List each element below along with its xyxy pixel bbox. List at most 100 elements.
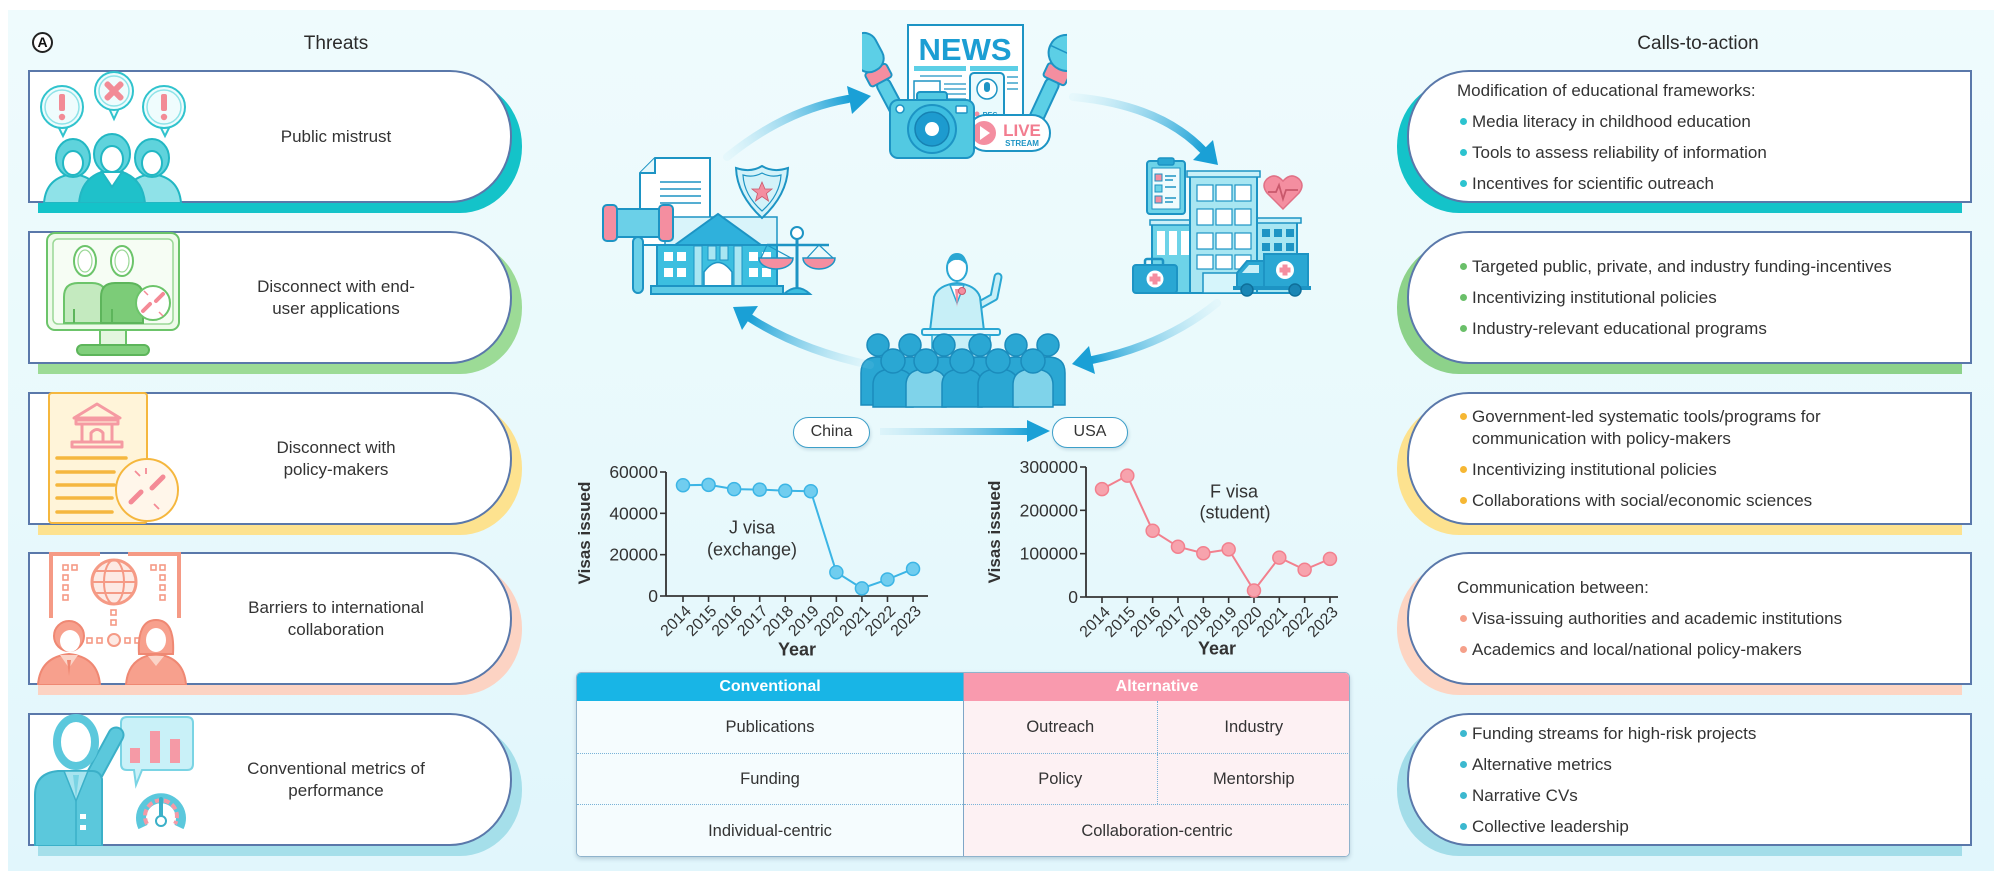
threat-label-line: Disconnect with [276,437,396,457]
card-face [1407,552,1972,685]
cta-bullet: Collective leadership [1457,811,1964,842]
conventional-column: Conventional Publications Funding Indivi… [577,673,963,856]
live-text: LIVE [1003,121,1041,140]
speaker-audience-icon [860,253,1066,408]
metrics-presenter-icon [34,714,194,846]
cta-card-alternative-metrics: Funding streams for high-risk projects A… [1397,713,1972,856]
international-collaboration-icon [36,552,188,685]
threat-label-line: Disconnect with end- [257,276,415,296]
table-cell: Collaboration-centric [1081,821,1233,840]
courthouse-icon [650,212,784,295]
cta-card-policy-communication: Government-led systematic tools/programs… [1397,392,1972,535]
cta-card-communication-between: Communication between: Visa-issuing auth… [1397,552,1972,695]
cta-bullet: Narrative CVs [1457,780,1964,811]
cta-content: Communication between: Visa-issuing auth… [1457,552,1964,685]
bullet-dot [1460,497,1467,504]
j-visa-annotation-subtitle: (exchange) [706,539,798,560]
cta-bullet-text: Collective leadership [1472,816,1629,836]
clipboard-icon [1146,157,1186,215]
bullet-dot [1460,413,1467,420]
cta-bullet-text: Targeted public, private, and industry f… [1472,257,1892,276]
metrics-comparison-table: Conventional Publications Funding Indivi… [576,672,1350,857]
gavel-icon [602,204,674,294]
threat-label-line: user applications [272,298,400,318]
cta-bullet-text: Collaborations with social/economic scie… [1472,491,1813,510]
cta-bullet: Incentivizing institutional policies [1457,282,1964,313]
live-stream-badge: LIVE STREAM [967,114,1051,152]
cta-bullet-text: Industry-relevant educational programs [1472,319,1767,338]
hospital-icon [1132,157,1311,297]
scales-of-justice-icon [758,226,836,295]
heart-rate-icon [1263,175,1303,211]
cta-bullet-text: Tools to assess reliability of informati… [1472,142,1767,162]
news-title-text: NEWS [919,32,1012,67]
threat-card-conventional-metrics: Conventional metrics of performance [28,713,522,856]
cta-bullet: Targeted public, private, and industry f… [1457,251,1964,282]
ambulance-icon [1233,253,1311,297]
j-visa-x-axis-label: Year [777,639,817,660]
card-face [1407,231,1972,364]
table-cell: Industry [1224,717,1284,736]
cta-bullet: Government-led systematic tools/programs… [1457,401,1964,454]
cta-bullet: Collaborations with social/economic scie… [1457,485,1964,516]
table-cell: Individual-centric [708,821,832,840]
threat-label: Barriers to international collaboration [208,552,464,685]
table-row: Policy Mentorship [964,754,1349,805]
arrow-hospital-to-public [1072,299,1221,374]
cta-bullet: Alternative metrics [1457,749,1964,780]
arrow-media-to-hospital [1069,93,1218,165]
bullet-dot [1460,791,1467,799]
cta-content: Funding streams for high-risk projects A… [1457,713,1964,846]
threat-card-international-barriers: Barriers to international collaboration [28,552,522,695]
f-visa-x-axis-label: Year [1197,638,1237,659]
table-cell: Funding [577,754,963,805]
bullet-dot [1460,729,1467,737]
cta-bullet: Academics and local/national policy-make… [1457,634,1964,665]
card-face [1407,392,1972,525]
threat-label: Public mistrust [208,70,464,203]
monitor-users-broken-link-icon [46,232,180,356]
cta-bullet-text: Incentives for scientific outreach [1472,173,1714,193]
policy-document-broken-link-icon [48,392,179,524]
visa-flow-arrow [880,420,1050,442]
cta-bullet: Tools to assess reliability of informati… [1457,137,1964,168]
cta-bullet: Visa-issuing authorities and academic in… [1457,603,1964,634]
stream-text: STREAM [1005,139,1039,148]
threats-heading: Threats [303,33,369,54]
threat-card-policy-disconnect: Disconnect with policy-makers [28,392,522,535]
bullet-dot [1460,148,1467,156]
arrow-government-to-media [723,86,871,161]
threat-card-public-mistrust: Public mistrust [28,70,522,213]
table-cell: Outreach [964,701,1158,753]
camera-icon [889,91,975,159]
cta-content: Government-led systematic tools/programs… [1457,392,1964,525]
bullet-dot [1460,760,1467,768]
cta-content: Modification of educational frameworks: … [1457,70,1964,203]
card-face [1407,713,1972,846]
people-mistrust-icon [40,71,186,203]
table-row: Outreach Industry [964,701,1349,754]
bullet-dot [1460,466,1467,473]
cta-bullet-text: Funding streams for high-risk projects [1472,723,1757,743]
bullet-dot [1460,615,1467,622]
arrow-public-to-government [733,306,874,369]
conventional-header: Conventional [577,673,963,701]
threat-label-line: Public mistrust [280,126,392,146]
threat-label-line: policy-makers [283,459,389,479]
country-pill-from: China [793,417,870,448]
news-media-icon: NEWS REC LIVE STREAM [862,24,1067,159]
cta-bullet: Industry-relevant educational programs [1457,313,1964,344]
panel-label-badge: A [32,32,53,53]
alternative-header: Alternative [964,673,1349,701]
cta-bullet-text: Alternative metrics [1472,754,1612,774]
government-justice-icon [602,157,836,295]
threat-label-line: Barriers to international [248,597,424,617]
threat-label-line: performance [288,780,384,800]
cta-bullet-text: Academics and local/national policy-make… [1472,640,1802,659]
threat-label: Conventional metrics of performance [208,713,464,846]
speaker-figure [928,253,1003,332]
table-cell: Policy [964,754,1158,804]
j-visa-annotation-title: J visa [728,517,776,538]
police-badge-icon [734,164,790,220]
cta-bullet-text: Government-led systematic tools/programs… [1472,406,1821,426]
